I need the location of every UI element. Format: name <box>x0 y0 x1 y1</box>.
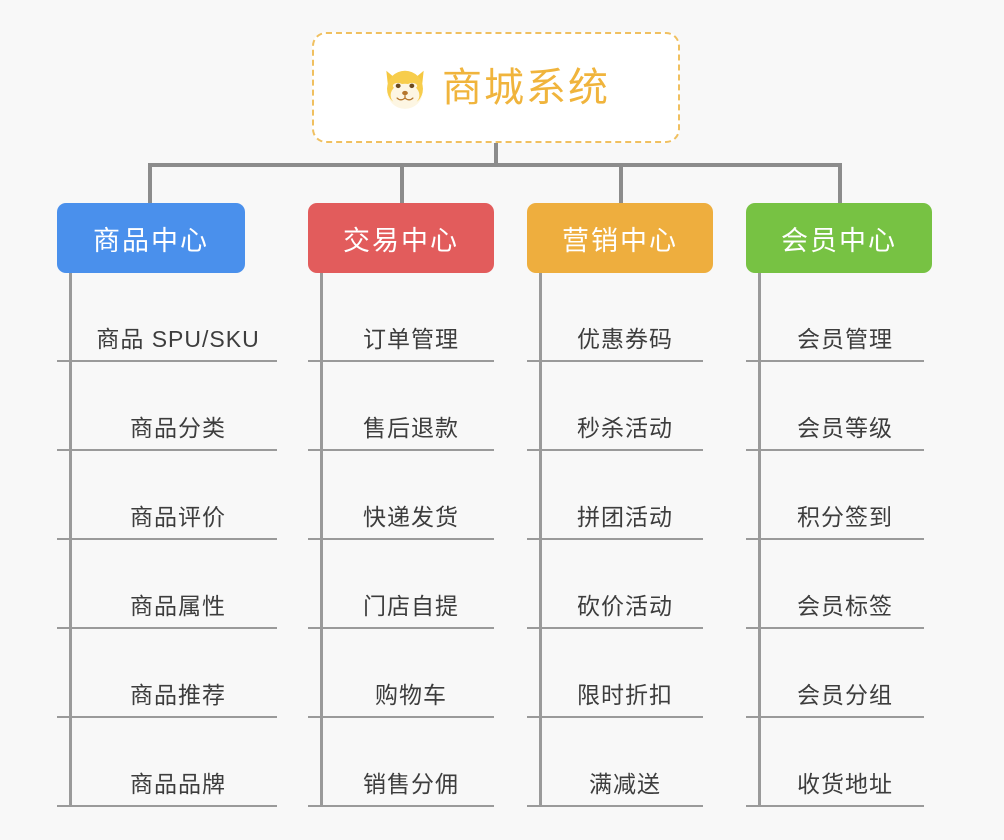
leaf-label: 商品评价 <box>130 504 226 531</box>
category-header-label-3: 会员中心 <box>781 225 897 256</box>
leaf-label: 商品推荐 <box>130 682 226 709</box>
list-item[interactable]: 商品属性 <box>57 540 277 629</box>
drop-connector-1 <box>400 163 404 203</box>
list-item[interactable]: 商品 SPU/SKU <box>57 273 277 362</box>
category-column-3: 会员中心 会员管理 会员等级 积分签到 会员标签 会员分组 收货地址 <box>746 203 932 807</box>
root-title: 商城系统 <box>442 65 610 110</box>
list-item[interactable]: 商品分类 <box>57 362 277 451</box>
list-item[interactable]: 满减送 <box>527 718 703 807</box>
list-item[interactable]: 限时折扣 <box>527 629 703 718</box>
root-node[interactable]: 商城系统 <box>312 32 680 143</box>
leaf-label: 购物车 <box>375 682 447 709</box>
list-item[interactable]: 销售分佣 <box>308 718 494 807</box>
list-item[interactable]: 优惠券码 <box>527 273 703 362</box>
leaf-label: 售后退款 <box>363 415 459 442</box>
leaf-label: 砍价活动 <box>577 593 673 620</box>
list-item[interactable]: 秒杀活动 <box>527 362 703 451</box>
branch-3: 会员管理 会员等级 积分签到 会员标签 会员分组 收货地址 <box>746 273 924 807</box>
leaf-label: 会员分组 <box>797 682 893 709</box>
list-item[interactable]: 会员标签 <box>746 540 924 629</box>
leaf-label: 收货地址 <box>797 771 893 798</box>
leaf-label: 限时折扣 <box>577 682 673 709</box>
list-item[interactable]: 购物车 <box>308 629 494 718</box>
branch-spine-3 <box>758 273 761 807</box>
leaf-label: 订单管理 <box>363 326 459 353</box>
leaf-label: 会员等级 <box>797 415 893 442</box>
leaf-label: 拼团活动 <box>577 504 673 531</box>
list-item[interactable]: 收货地址 <box>746 718 924 807</box>
leaf-label: 商品属性 <box>130 593 226 620</box>
leaf-label: 销售分佣 <box>363 771 459 798</box>
shiba-dog-face-icon <box>386 70 424 109</box>
category-column-2: 营销中心 优惠券码 秒杀活动 拼团活动 砍价活动 限时折扣 满减送 <box>527 203 713 807</box>
leaf-label: 商品分类 <box>130 415 226 442</box>
drop-connector-0 <box>148 163 152 203</box>
branch-spine-0 <box>69 273 72 807</box>
drop-connector-3 <box>838 163 842 203</box>
branch-0: 商品 SPU/SKU 商品分类 商品评价 商品属性 商品推荐 商品品牌 <box>57 273 277 807</box>
category-header-label-0: 商品中心 <box>93 225 209 256</box>
list-item[interactable]: 商品推荐 <box>57 629 277 718</box>
branch-spine-1 <box>320 273 323 807</box>
category-column-0: 商品中心 商品 SPU/SKU 商品分类 商品评价 商品属性 商品推荐 商品品牌 <box>57 203 277 807</box>
category-header-0[interactable]: 商品中心 <box>57 203 245 273</box>
list-item[interactable]: 砍价活动 <box>527 540 703 629</box>
branch-1: 订单管理 售后退款 快递发货 门店自提 购物车 销售分佣 <box>308 273 494 807</box>
root-stem-connector <box>494 143 498 165</box>
category-header-label-2: 营销中心 <box>562 225 678 256</box>
leaf-label: 优惠券码 <box>577 326 673 353</box>
list-item[interactable]: 订单管理 <box>308 273 494 362</box>
leaf-label: 商品 SPU/SKU <box>96 326 260 353</box>
list-item[interactable]: 快递发货 <box>308 451 494 540</box>
drop-connector-2 <box>619 163 623 203</box>
leaf-label: 秒杀活动 <box>577 415 673 442</box>
leaf-label: 会员管理 <box>797 326 893 353</box>
list-item[interactable]: 拼团活动 <box>527 451 703 540</box>
list-item[interactable]: 商品评价 <box>57 451 277 540</box>
category-column-1: 交易中心 订单管理 售后退款 快递发货 门店自提 购物车 销售分佣 <box>308 203 494 807</box>
leaf-label: 积分签到 <box>797 504 893 531</box>
branch-spine-2 <box>539 273 542 807</box>
list-item[interactable]: 商品品牌 <box>57 718 277 807</box>
leaf-label: 快递发货 <box>363 504 459 531</box>
list-item[interactable]: 会员等级 <box>746 362 924 451</box>
category-header-label-1: 交易中心 <box>343 225 459 256</box>
list-item[interactable]: 门店自提 <box>308 540 494 629</box>
list-item[interactable]: 售后退款 <box>308 362 494 451</box>
leaf-label: 门店自提 <box>363 593 459 620</box>
category-header-1[interactable]: 交易中心 <box>308 203 494 273</box>
horizontal-bus-connector <box>148 163 842 167</box>
category-header-3[interactable]: 会员中心 <box>746 203 932 273</box>
branch-2: 优惠券码 秒杀活动 拼团活动 砍价活动 限时折扣 满减送 <box>527 273 703 807</box>
list-item[interactable]: 会员分组 <box>746 629 924 718</box>
list-item[interactable]: 积分签到 <box>746 451 924 540</box>
leaf-label: 商品品牌 <box>130 771 226 798</box>
leaf-label: 满减送 <box>589 771 661 798</box>
leaf-label: 会员标签 <box>797 593 893 620</box>
category-header-2[interactable]: 营销中心 <box>527 203 713 273</box>
list-item[interactable]: 会员管理 <box>746 273 924 362</box>
